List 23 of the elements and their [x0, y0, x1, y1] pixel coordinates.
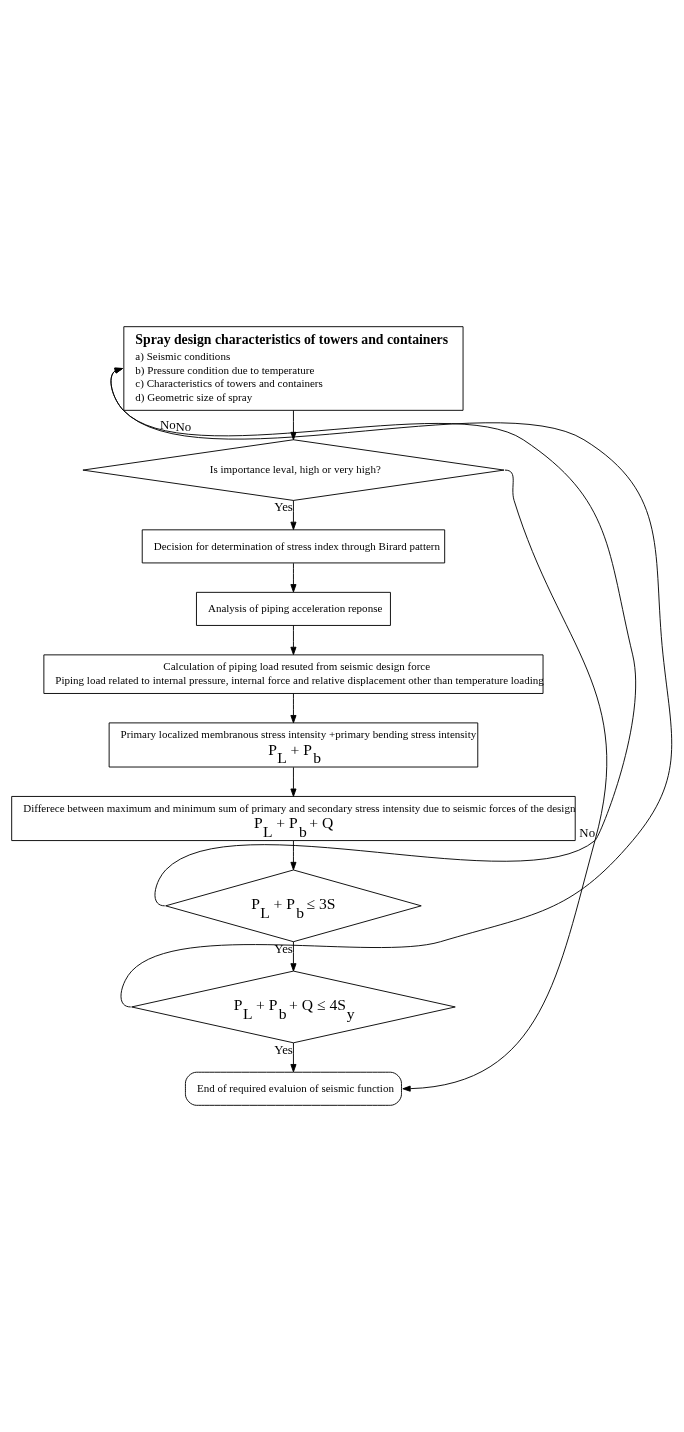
edge-label: No: [160, 418, 176, 433]
arrow: [290, 562, 297, 593]
node-box: Spray design characteristics of towers and containers a) Seismic conditions b) Pressure condition due to temperature c) Characteristics of towers and containers d) Geometric size of spray: [123, 326, 464, 411]
arrow: [290, 1042, 297, 1073]
edge-label: Yes: [274, 1042, 293, 1057]
arrow: [290, 766, 297, 797]
node-box: Calculation of piping load resuted from seismic design force Piping load related to internal pressure, internal force and relative displacement other than temperature loading: [43, 654, 544, 694]
node-diamond: Is importance leval, high or very high?: [82, 439, 505, 501]
edge-label: Yes: [274, 500, 293, 515]
node-box: End of required evaluion of seismic function: [184, 1071, 402, 1106]
arrow: [290, 625, 297, 656]
edge-label: Yes: [274, 942, 293, 957]
arrow: [290, 941, 297, 972]
edge-label: No: [175, 419, 192, 434]
arrow: [110, 367, 673, 1008]
arrow: [290, 499, 297, 530]
arrow: [402, 469, 607, 1092]
node-box: Analysis of piping acceleration reponse: [196, 591, 391, 626]
edge-label: No: [579, 826, 596, 841]
arrow: [110, 367, 637, 907]
arrow: [290, 693, 297, 724]
arrow: [290, 840, 297, 871]
node-box: Decision for determination of stress index through Birard pattern: [141, 529, 446, 564]
